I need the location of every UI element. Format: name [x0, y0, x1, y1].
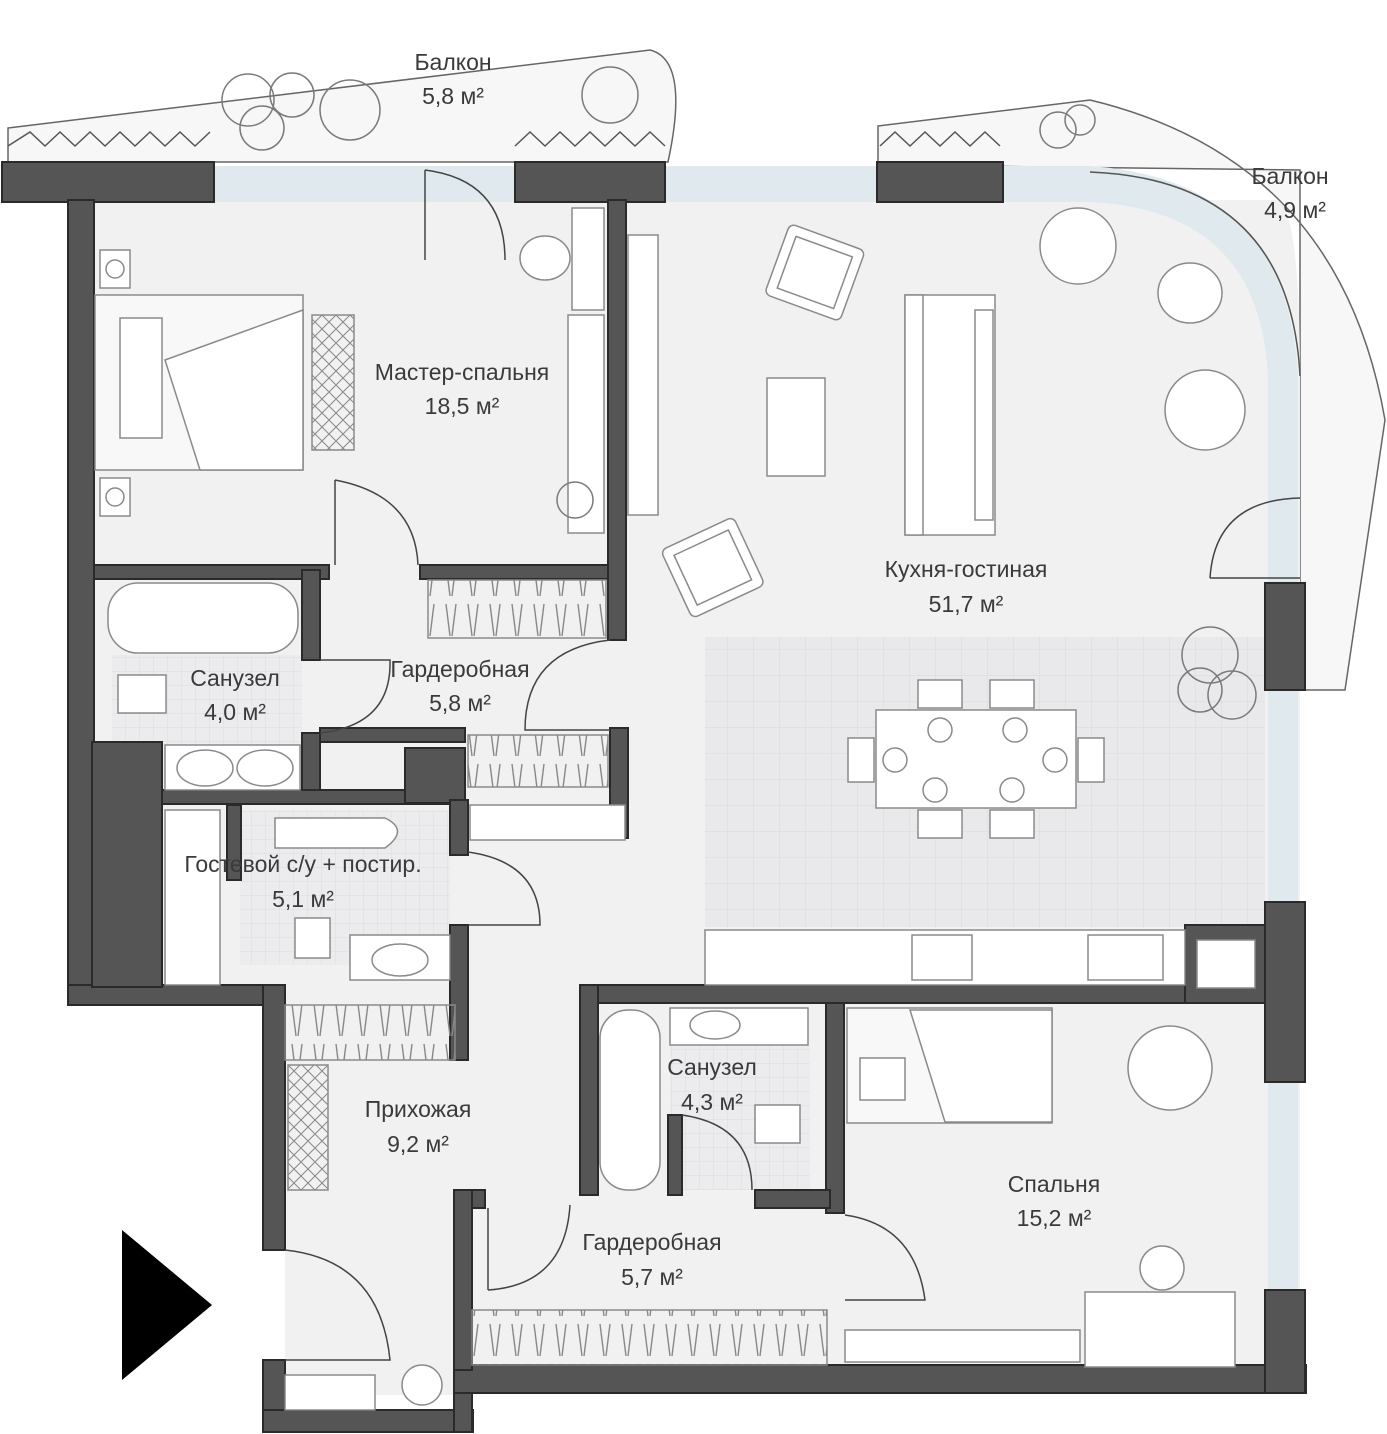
room-area: 4,3 м² — [681, 1089, 743, 1115]
room-name: Балкон — [414, 49, 491, 75]
room-label-balcony-right: Балкон 4,9 м² — [1251, 163, 1328, 223]
room-name: Гардеробная — [390, 656, 529, 682]
room-label-wardrobe-1: Гардеробная 5,8 м² — [390, 656, 529, 716]
room-area: 9,2 м² — [387, 1131, 449, 1157]
room-area: 15,2 м² — [1017, 1205, 1092, 1231]
toilet-icon — [754, 1104, 801, 1144]
side-table — [1157, 262, 1223, 324]
balcony-railing — [7, 130, 211, 148]
room-area: 5,8 м² — [422, 83, 484, 109]
sink-icon — [371, 943, 429, 977]
armchair-icon — [1164, 369, 1246, 451]
room-area: 18,5 м² — [425, 393, 500, 419]
room-label-guest-wc: Гостевой с/у + постир. 5,1 м² — [184, 851, 421, 912]
room-label-bedroom: Спальня 15,2 м² — [1008, 1171, 1100, 1231]
room-label-kitchen-living: Кухня-гостиная 51,7 м² — [885, 556, 1048, 617]
sink-icon — [1087, 934, 1164, 981]
room-label-balcony-top: Балкон 5,8 м² — [414, 49, 491, 109]
plant-icon — [221, 66, 1257, 720]
room-labels: Балкон 5,8 м² Балкон 4,9 м² Мастер-спаль… — [184, 49, 1328, 1290]
stove-icon — [911, 934, 973, 981]
armchair-icon — [661, 517, 764, 618]
desk — [1084, 1291, 1236, 1368]
bed-icon — [846, 1007, 1053, 1124]
sofa-icon — [904, 294, 996, 536]
room-label-bathroom-2: Санузел 4,3 м² — [667, 1054, 757, 1115]
room-label-hallway: Прихожая 9,2 м² — [365, 1096, 472, 1157]
room-label-bathroom-1: Санузел 4,0 м² — [190, 665, 280, 725]
room-name: Санузел — [667, 1054, 757, 1080]
toilet-icon — [294, 917, 331, 959]
toilet-icon — [117, 674, 167, 714]
dining-table-icon — [847, 679, 1105, 839]
room-name: Санузел — [190, 665, 280, 691]
tv-unit — [627, 234, 659, 516]
room-area: 5,1 м² — [272, 886, 334, 912]
room-name: Прихожая — [365, 1096, 472, 1122]
room-name: Балкон — [1251, 163, 1328, 189]
coffee-table — [766, 377, 826, 477]
room-area: 5,8 м² — [429, 690, 491, 716]
room-area: 5,7 м² — [621, 1264, 683, 1290]
sink-icon — [236, 749, 294, 787]
armchair-icon — [1039, 207, 1117, 285]
door-swing-icon — [284, 169, 1301, 1361]
glazing — [212, 166, 1301, 1290]
room-area: 4,0 м² — [204, 699, 266, 725]
room-label-wardrobe-2: Гардеробная 5,7 м² — [582, 1229, 721, 1290]
bed-icon — [94, 249, 355, 517]
ironing-board — [274, 817, 399, 849]
walls — [1, 161, 1307, 1433]
room-label-master-bedroom: Мастер-спальня 18,5 м² — [375, 359, 550, 419]
bathtub-icon — [599, 1009, 661, 1191]
furniture — [94, 207, 1256, 1411]
armchair-icon — [765, 224, 865, 321]
room-name: Гостевой с/у + постир. — [184, 851, 421, 877]
room-area: 4,9 м² — [1264, 197, 1326, 223]
entrance-arrow-icon — [122, 1230, 212, 1380]
room-name: Кухня-гостиная — [885, 556, 1048, 582]
armchair-icon — [1127, 1025, 1213, 1111]
room-name: Мастер-спальня — [375, 359, 550, 385]
chair-icon — [519, 235, 571, 281]
room-area: 51,7 м² — [929, 591, 1004, 617]
balcony-top-area — [7, 49, 677, 163]
room-name: Гардеробная — [582, 1229, 721, 1255]
sink-icon — [689, 1010, 741, 1040]
shower-icon — [164, 809, 221, 986]
room-name: Спальня — [1008, 1171, 1100, 1197]
sink-icon — [176, 749, 234, 787]
balcony-right-area — [877, 99, 1386, 691]
chair-icon — [1139, 1245, 1185, 1291]
bathtub-icon — [107, 582, 299, 654]
